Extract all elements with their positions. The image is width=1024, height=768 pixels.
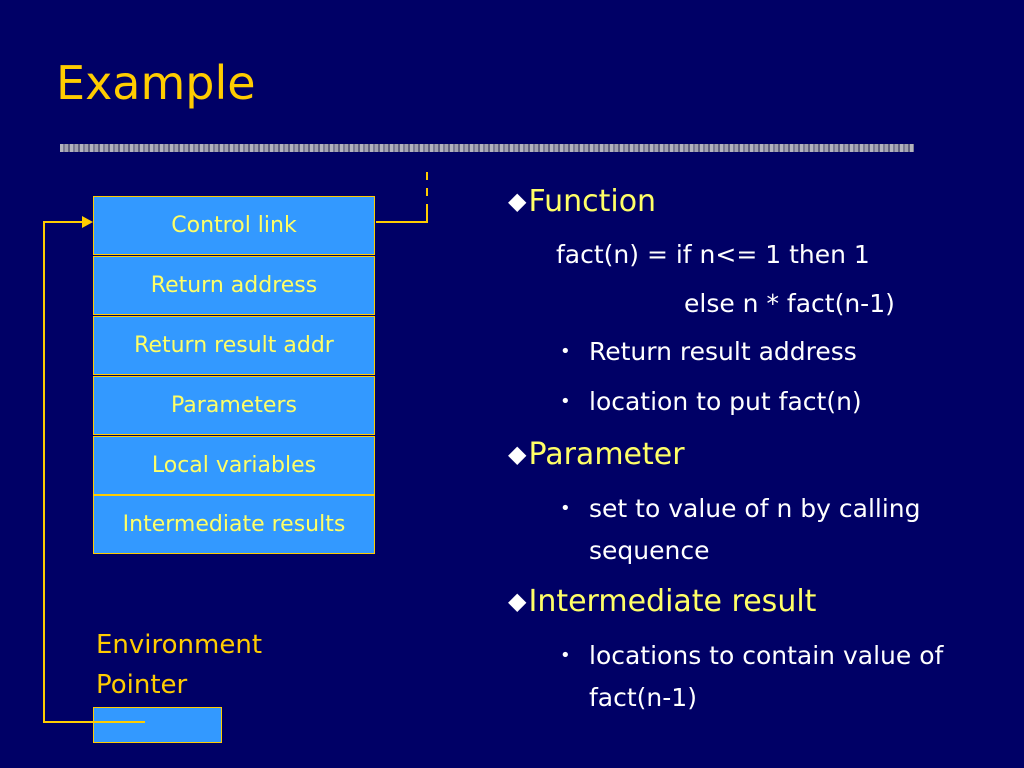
function-item-1: •Return result address xyxy=(560,331,1000,373)
heading-parameter: ◆Parameter xyxy=(508,437,685,472)
environment-pointer-label-line2: Pointer xyxy=(96,670,188,700)
round-bullet-icon: • xyxy=(560,498,571,519)
intermediate-item-1: •locations to contain value of fact(n-1) xyxy=(560,635,980,719)
heading-parameter-label: Parameter xyxy=(528,437,685,472)
cell-return-address: Return address xyxy=(93,256,375,315)
round-bullet-icon: • xyxy=(560,645,571,666)
cell-intermediate-results: Intermediate results xyxy=(93,495,375,554)
cell-local-variables: Local variables xyxy=(93,436,375,495)
function-item-2: •location to put fact(n) xyxy=(560,381,1000,423)
title-divider xyxy=(60,144,914,152)
parameter-item-1: •set to value of n by calling sequence xyxy=(560,488,980,572)
code-line-2: else n * fact(n-1) xyxy=(684,289,895,318)
environment-pointer-label-line1: Environment xyxy=(96,630,263,660)
diamond-bullet-icon: ◆ xyxy=(508,440,527,468)
diamond-bullet-icon: ◆ xyxy=(508,187,527,215)
heading-intermediate-result: ◆Intermediate result xyxy=(508,584,816,619)
cell-parameters: Parameters xyxy=(93,376,375,435)
environment-pointer-label: Environment Pointer xyxy=(96,625,336,705)
cell-control-link: Control link xyxy=(93,196,375,255)
control-link-connector xyxy=(376,212,428,223)
cell-return-result-addr: Return result addr xyxy=(93,316,375,375)
slide-title: Example xyxy=(56,56,256,110)
heading-intermediate-result-label: Intermediate result xyxy=(528,584,817,619)
round-bullet-icon: • xyxy=(560,391,571,412)
environment-pointer-box xyxy=(93,707,222,743)
round-bullet-icon: • xyxy=(560,341,571,362)
heading-function-label: Function xyxy=(528,184,657,219)
heading-function: ◆Function xyxy=(508,184,656,219)
code-line-1: fact(n) = if n<= 1 then 1 xyxy=(556,240,870,269)
environment-pointer-arrowhead xyxy=(82,216,93,228)
environment-pointer-arrow-line xyxy=(43,221,145,723)
diamond-bullet-icon: ◆ xyxy=(508,587,527,615)
